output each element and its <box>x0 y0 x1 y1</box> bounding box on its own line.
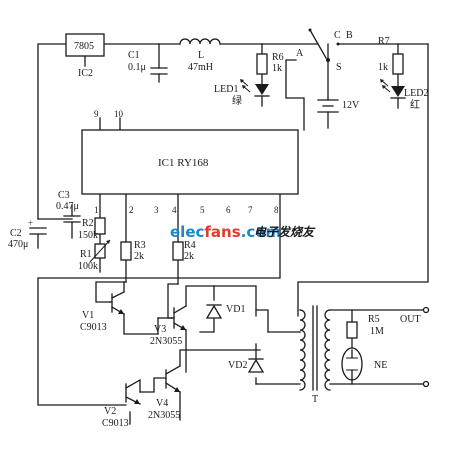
lamp-ref: NE <box>374 360 387 371</box>
output-label: OUT <box>400 314 421 325</box>
ic1-pin-9: 9 <box>94 109 99 119</box>
led2-color: 红 <box>410 98 420 111</box>
ic1-pin-6: 6 <box>226 205 231 215</box>
transistor-v3: V3 2N3055 <box>150 305 187 347</box>
c1-value: 0.1μ <box>128 62 146 73</box>
v4-ref: V4 <box>156 398 168 409</box>
r5-ref: R5 <box>368 314 380 325</box>
capacitor-c3: C3 0.47μ <box>56 190 81 223</box>
c3-ref: C3 <box>58 190 70 201</box>
watermark-part4: 电子发烧友 <box>254 225 316 239</box>
ic1-pin-4: 4 <box>172 205 177 215</box>
switch-ref: S <box>336 62 342 73</box>
v3-model: 2N3055 <box>150 336 182 347</box>
c2-ref: C2 <box>10 228 22 239</box>
v2-model: C9013 <box>102 418 129 429</box>
switch-s: A C B S <box>296 28 353 73</box>
led1-color: 绿 <box>232 94 242 107</box>
r2-value: 150k <box>78 230 98 241</box>
v2-ref: V2 <box>104 406 116 417</box>
r4-value: 2k <box>184 251 194 262</box>
v3-ref: V3 <box>154 324 166 335</box>
regulator-name: 7805 <box>74 41 94 52</box>
capacitor-c1: C1 0.1μ <box>128 50 168 75</box>
ic1-pin-1: 1 <box>94 205 99 215</box>
r7-value: 1k <box>378 62 388 73</box>
ic1-ry168: IC1 RY168 9 10 1 2 3 4 5 6 7 8 <box>81 109 299 215</box>
inductor-ref: L <box>198 50 204 61</box>
switch-terminal-c: C <box>334 30 341 41</box>
resistor-r1: R1 100k <box>78 239 111 272</box>
r6-value: 1k <box>272 63 282 74</box>
ic1-pin-8: 8 <box>274 205 279 215</box>
output-terminals: OUT <box>400 306 430 388</box>
r7-ref: R7 <box>378 36 390 47</box>
battery-voltage: 12V <box>342 100 360 111</box>
battery-12v: 12V <box>317 99 360 113</box>
resistor-r2: R2 150k <box>78 217 106 241</box>
c1-ref: C1 <box>128 50 140 61</box>
resistor-r4: R4 2k <box>172 240 196 262</box>
transformer-t: T <box>299 305 331 405</box>
svg-text:+: + <box>28 218 33 228</box>
watermark-part1: elec <box>170 223 204 241</box>
resistor-r3: R3 2k <box>120 240 146 262</box>
switch-terminal-b: B <box>346 30 353 41</box>
r6-ref: R6 <box>272 52 284 63</box>
vd2-ref: VD2 <box>228 360 247 371</box>
diode-vd1: VD1 <box>205 304 245 319</box>
ic1-pin-3: 3 <box>154 205 159 215</box>
vd1-ref: VD1 <box>226 304 245 315</box>
transformer-ref: T <box>312 394 318 405</box>
led2-ref: LED2 <box>404 88 428 99</box>
wiring <box>37 43 429 425</box>
ic1-pin-10: 10 <box>114 109 124 119</box>
r2-ref: R2 <box>82 218 94 229</box>
c2-value: 470μ <box>8 239 28 250</box>
watermark: elecfans.com 电子发烧友 <box>170 223 316 241</box>
ic1-label: IC1 RY168 <box>158 157 209 169</box>
diode-vd2: VD2 <box>228 358 265 373</box>
watermark-part3: .com <box>241 223 282 241</box>
inductor-value: 47mH <box>188 62 213 73</box>
watermark-part2: fans <box>204 223 240 241</box>
v4-model: 2N3055 <box>148 410 180 421</box>
v1-ref: V1 <box>82 310 94 321</box>
transistor-v4: V4 2N3055 <box>148 365 181 421</box>
neon-lamp-ne: NE <box>341 347 387 381</box>
transistor-v2: V2 C9013 <box>102 379 141 429</box>
r3-ref: R3 <box>134 240 146 251</box>
led2: LED2 红 <box>380 79 428 111</box>
led1-ref: LED1 <box>214 84 238 95</box>
regulator-ref: IC2 <box>78 68 93 79</box>
ic1-pin-5: 5 <box>200 205 205 215</box>
switch-terminal-a: A <box>296 48 304 59</box>
resistor-r7: R7 1k <box>378 36 404 75</box>
resistor-r6: R6 1k <box>256 52 284 75</box>
inductor-l: L 47mH <box>179 38 221 73</box>
r1-ref: R1 <box>80 249 92 260</box>
resistor-r5: R5 1M <box>346 314 384 339</box>
c3-value: 0.47μ <box>56 201 79 212</box>
ic1-pin-2: 2 <box>129 205 134 215</box>
ic1-pin-7: 7 <box>248 205 253 215</box>
r1-value: 100k <box>78 261 98 272</box>
voltage-regulator-7805: 7805 IC2 <box>65 33 105 79</box>
r5-value: 1M <box>370 326 384 337</box>
led1: LED1 绿 <box>214 79 270 107</box>
r3-value: 2k <box>134 251 144 262</box>
capacitor-c2: + C2 470μ <box>8 218 47 250</box>
svg-text:elecfans.com: elecfans.com <box>170 223 281 241</box>
v1-model: C9013 <box>80 322 107 333</box>
r4-ref: R4 <box>184 240 196 251</box>
transistor-v1: V1 C9013 <box>80 291 125 333</box>
